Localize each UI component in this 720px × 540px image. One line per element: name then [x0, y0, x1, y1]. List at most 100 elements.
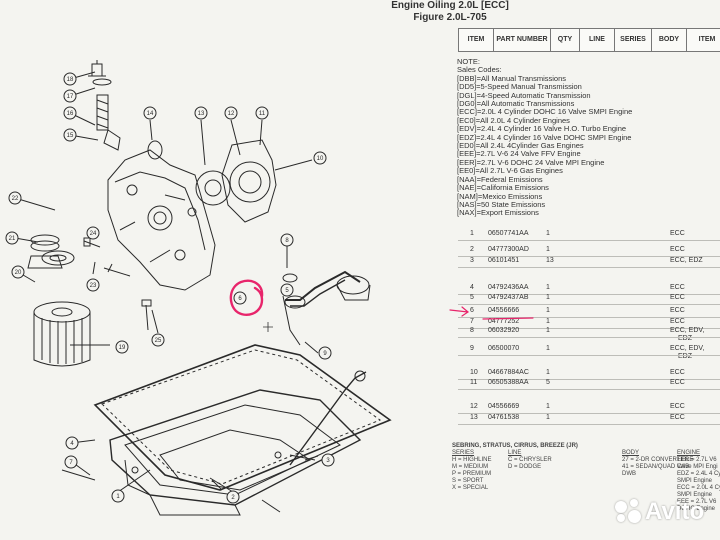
- callout-label: 7: [69, 460, 73, 466]
- avito-logo-icon: [615, 499, 641, 525]
- part-code-2: EDZ: [678, 335, 692, 342]
- callout-label: 2: [231, 495, 235, 501]
- part-item-number: 7: [470, 318, 474, 325]
- legend-entry: Valve MPI Engi: [677, 464, 718, 470]
- legend-entry: DWB: [622, 471, 636, 477]
- part-number: 04761538: [488, 414, 520, 421]
- figure-label: Figure 2.0L-705: [413, 12, 487, 23]
- row-divider: [458, 256, 720, 257]
- callout-label: 1: [116, 494, 120, 500]
- part-code: ECC: [670, 230, 685, 237]
- part-number: 06500070: [488, 345, 520, 352]
- note-line: [EER]=2.7L V-6 DOHC 24 Valve MPI Engine: [457, 157, 605, 167]
- legend-entry: 41 = SEDAN/QUAD CAB: [622, 464, 690, 470]
- legend-column-head: BODY: [622, 450, 640, 456]
- part-item-number: 12: [470, 403, 478, 410]
- callout-label: 17: [67, 94, 74, 100]
- part-item-number: 8: [470, 327, 474, 334]
- row-divider: [458, 304, 720, 305]
- legend-entry: SMPI Engine: [677, 478, 713, 484]
- part-qty: 1: [546, 318, 550, 325]
- part-code: ECC: [670, 318, 685, 325]
- part-item-number: 1: [470, 230, 474, 237]
- note-line: [EDZ]=2.4L 4 Cylinder 16 Valve DOHC SMPI…: [457, 132, 632, 142]
- callout-5: 5: [280, 283, 294, 297]
- callout-24: 24: [86, 226, 100, 240]
- callout-label: 20: [15, 270, 22, 276]
- row-divider: [458, 317, 720, 318]
- callout-18: 18: [63, 72, 77, 86]
- circle-mark: [229, 279, 264, 316]
- part-qty: 1: [546, 414, 550, 421]
- legend-entry: P = PREMIUM: [452, 471, 492, 477]
- note-line: [DG0]=All Automatic Transmissions: [457, 99, 575, 109]
- part-code: ECC: [670, 369, 685, 376]
- callout-label: 18: [67, 77, 74, 83]
- callout-7: 7: [64, 455, 78, 469]
- note-line: [DBB]=All Manual Transmissions: [457, 73, 566, 83]
- row-divider: [458, 337, 720, 338]
- callout-13: 13: [194, 106, 208, 120]
- callout-4: 4: [65, 436, 79, 450]
- part-code: ECC, EDZ: [670, 257, 703, 264]
- col-item: ITEM: [459, 29, 494, 51]
- part-number: 04777252: [488, 318, 520, 325]
- callout-10: 10: [313, 151, 327, 165]
- pump-cover: [221, 139, 277, 223]
- legend-column-head: ENGINE: [677, 450, 701, 456]
- part-item-number: 4: [470, 284, 474, 291]
- note-line: [EDV]=2.4L 4 Cylinder 16 Valve H.O. Turb…: [457, 124, 627, 134]
- note-line: [NAE]=California Emissions: [457, 183, 549, 193]
- row-divider: [458, 413, 720, 414]
- part-number: 04792437AB: [488, 294, 529, 301]
- part-qty: 1: [546, 327, 550, 334]
- callout-3: 3: [321, 453, 335, 467]
- legend-column-head: LINE: [508, 450, 522, 456]
- part-code: ECC: [670, 307, 685, 314]
- callout-17: 17: [63, 89, 77, 103]
- note-line: NOTE:: [457, 57, 480, 66]
- row-divider: [458, 379, 720, 380]
- legend-entry: SMPI Engine: [677, 492, 713, 498]
- table-column-headers: ITEM PART NUMBER QTY LINE SERIES BODY IT…: [458, 28, 720, 52]
- col-body: BODY: [652, 29, 687, 51]
- part-code: ECC: [670, 294, 685, 301]
- legend-entry: EEE = 2.7L V6: [677, 499, 717, 505]
- note-line: [NAX]=Export Emissions: [457, 208, 539, 218]
- callout-6: 6: [233, 291, 247, 305]
- part-number: 04777300AD: [488, 246, 529, 253]
- callout-label: 5: [285, 288, 289, 294]
- part-qty: 1: [546, 345, 550, 352]
- oil-pump-housing: [107, 149, 216, 291]
- part-item-number: 9: [470, 345, 474, 352]
- part-item-number: 5: [470, 294, 474, 301]
- part-code-2: EDZ: [678, 353, 692, 360]
- callout-label: 11: [259, 111, 266, 117]
- callout-16: 16: [63, 106, 77, 120]
- callout-label: 23: [90, 283, 97, 289]
- part-qty: 1: [546, 403, 550, 410]
- callout-label: 19: [119, 345, 126, 351]
- callout-label: 9: [323, 351, 327, 357]
- callout-12: 12: [224, 106, 238, 120]
- callout-20: 20: [11, 265, 25, 279]
- callout-15: 15: [63, 128, 77, 142]
- legend-entry: 27 = 2-DR CONVERTIBLE: [622, 457, 694, 463]
- legend-entry: M = MEDIUM: [452, 464, 489, 470]
- part-code: ECC: [670, 284, 685, 291]
- legend-title: SEBRING, STRATUS, CIRRUS, BREEZE (JR): [452, 443, 578, 449]
- callout-19: 19: [115, 340, 129, 354]
- part-item-number: 2: [470, 246, 474, 253]
- avito-watermark-text: Avito: [645, 498, 705, 525]
- col-qty: QTY: [551, 29, 580, 51]
- part-number: 04667884AC: [488, 369, 529, 376]
- callout-14: 14: [143, 106, 157, 120]
- col-series: SERIES: [615, 29, 652, 51]
- arrow-mark: [449, 306, 470, 317]
- col-item-right: ITEM: [698, 36, 716, 43]
